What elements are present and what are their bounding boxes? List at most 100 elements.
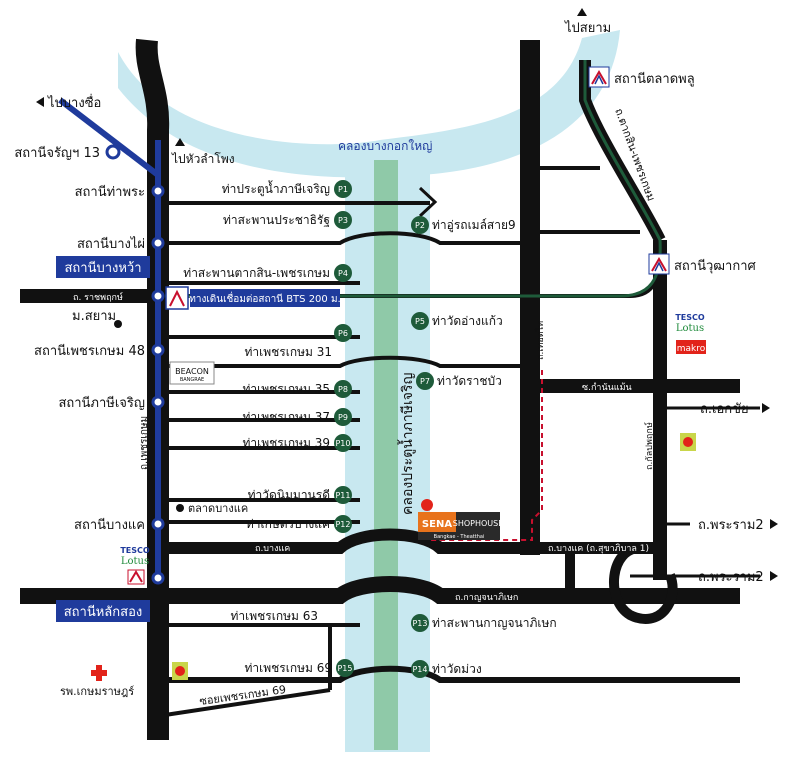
tesco-left-text: TESCO <box>120 546 150 555</box>
dir-rama2-top: ถ.พระราม2 <box>698 518 764 533</box>
pier-p7-badge <box>416 372 434 390</box>
misc-labels: ท่าเพชรเกษม 31 ท่าเพชรเกษม 63 ม.สยาม ตลา… <box>60 309 332 698</box>
pier-p9-label: ท่าเพชรเกษม 37 <box>242 410 330 424</box>
sena-text: SENA <box>422 519 452 530</box>
pier-p10-code: P10 <box>335 439 350 448</box>
pier-p5-badge <box>411 312 429 330</box>
road-p3 <box>165 231 530 245</box>
road-label-thoet-thai: ถ.เทอดไท <box>535 321 546 360</box>
pier-p14-code: P14 <box>412 665 427 674</box>
road-bang-khae <box>165 528 660 554</box>
tesco-right-text: TESCO <box>675 313 705 322</box>
node-bang-wa <box>151 289 165 303</box>
sena-subtext: Bangkae - Theatthai <box>434 534 485 540</box>
bts-link-label: ทางเดินเชื่อมต่อสถานี BTS 200 ม. <box>189 291 340 305</box>
hospital-cross-icon <box>91 665 107 681</box>
road-kanchanaphisek <box>20 576 740 604</box>
node-tha-phra <box>151 184 165 198</box>
pier-p5-code: P5 <box>415 317 425 326</box>
pier-p13-badge <box>411 614 429 632</box>
lotus-right-text: Lotus <box>676 323 704 334</box>
dir-rama2-bottom: ถ.พระราม2 <box>698 570 764 585</box>
pier-p6-badge <box>334 324 352 342</box>
tesco-lotus-right-logo: TESCO Lotus <box>675 313 705 334</box>
station-phasi-charoen-label: สถานีภาษีเจริญ <box>58 395 145 411</box>
beacon-logo: BEACON BANGRAE <box>169 361 215 385</box>
pier-p15-label: ท่าเพชรเกษม 69 <box>244 661 332 675</box>
dir-bang-sue: ไปบางซื่อ <box>47 94 101 111</box>
node-charan13 <box>105 144 121 160</box>
dir-ekkachai: ถ.เอกชัย <box>700 402 749 417</box>
bts-stations: สถานีตลาดพลู สถานีวุฒากาศ <box>588 66 757 275</box>
beacon-sub: BANGRAE <box>180 377 204 383</box>
dir-hua-lamphong: ไปหัวลำโพง <box>171 152 235 166</box>
bts-wutthakat-icon <box>648 253 670 275</box>
node-bang-khae <box>151 517 165 531</box>
pier-p13-code: P13 <box>412 619 427 628</box>
river-label: คลองบางกอกใหญ่ <box>338 139 432 153</box>
pier-p2-label: ท่าอู่รถเมล์สาย9 <box>432 218 516 233</box>
mrt-line-diagonal <box>58 97 160 178</box>
pier-p10-label: ท่าเพชรเกษม 39 <box>242 436 330 450</box>
pier-p15-code: P15 <box>337 664 352 673</box>
pier-p2-badge <box>411 216 429 234</box>
dir-siam: ไปสยาม <box>564 20 611 36</box>
pier-p1-badge <box>334 180 352 198</box>
mrt-nodes <box>105 144 165 585</box>
road-label-ratchaphruek: ถ. ราชพฤกษ์ <box>73 291 123 303</box>
label-phetkasem31: ท่าเพชรเกษม 31 <box>244 345 332 359</box>
bts-line <box>165 60 662 298</box>
pier-p3-label: ท่าสะพานประชาธิรัฐ <box>223 213 330 227</box>
pier-p14-badge <box>411 660 429 678</box>
pier-p3-code: P3 <box>338 216 348 225</box>
station-tha-phra-label: สถานีท่าพระ <box>75 184 145 200</box>
bts-talat-phlu-label: สถานีตลาดพลู <box>614 71 695 87</box>
road-layer <box>20 38 760 740</box>
arrow-ekkachai-icon <box>762 403 770 413</box>
road-69 <box>165 665 740 683</box>
beacon-text: BEACON <box>175 367 209 376</box>
station-lak-song-box <box>56 600 150 622</box>
road-31 <box>165 355 530 368</box>
pier-p9-badge <box>334 408 352 426</box>
canal-centerline <box>374 160 398 750</box>
lotus-left-text: Lotus <box>121 556 149 567</box>
pier-p11-code: P11 <box>335 491 350 500</box>
road-soi-69 <box>164 688 331 717</box>
pier-p10-badge <box>334 434 352 452</box>
direction-labels: ไปบางซื่อ ไปสยาม ไปหัวลำโพง ถ.เอกชัย ถ.พ… <box>36 8 778 585</box>
pier-p11-badge <box>334 486 352 504</box>
logos: BEACON BANGRAE TESCO Lotus TESCO Lotus m… <box>120 313 706 680</box>
bts-link-box <box>190 289 340 307</box>
pier-p8-code: P8 <box>338 385 348 394</box>
bts-talat-phlu-icon <box>588 66 610 88</box>
arrow-hua-lamphong-icon <box>175 138 185 146</box>
mrt-labels: สถานีจรัญฯ 13 สถานีท่าพระ สถานีบางไผ่ สถ… <box>14 145 150 622</box>
road-label-kanchanaphisek: ถ.กาญจนาภิเษก <box>455 592 518 603</box>
pier-p6-code: P6 <box>338 329 348 338</box>
pier-p9-code: P9 <box>338 413 348 422</box>
road-p2-arrow <box>418 186 438 218</box>
road-label-kanlapaphruek: ถ.กัลปพฤกษ์ <box>643 422 655 470</box>
talat-dot <box>176 504 184 512</box>
pier-p4-badge <box>334 264 352 282</box>
station-bang-wa-box <box>56 256 150 278</box>
arrow-rama2-top-icon <box>770 519 778 529</box>
makro-text: makro <box>677 344 706 354</box>
makro-logo: makro <box>676 340 706 354</box>
road-right-loop <box>609 543 678 624</box>
bts-layer <box>165 60 662 298</box>
station-phetkasem48-label: สถานีเพชรเกษม 48 <box>34 343 145 359</box>
pier-p11-label: ท่าวัดนิมมานรดี <box>248 488 330 502</box>
pier-p7-label: ท่าวัดราชบัว <box>437 374 502 388</box>
bangkok-yai-canal <box>118 30 620 178</box>
road-label-kamnan-maen: ซ.กำนันแม้น <box>582 382 632 393</box>
road-label-bang-khae: ถ.บางแค <box>255 544 290 554</box>
pier-p8-label: ท่าเพชรเกษม 35 <box>242 382 330 396</box>
arrow-bang-sue-icon <box>36 97 44 107</box>
bts-link: ทางเดินเชื่อมต่อสถานี BTS 200 ม. <box>165 286 341 310</box>
label-hospital: รพ.เกษมราษฎร์ <box>60 685 134 698</box>
pier-p13-label: ท่าสะพานกาญจนาภิเษก <box>432 616 557 630</box>
